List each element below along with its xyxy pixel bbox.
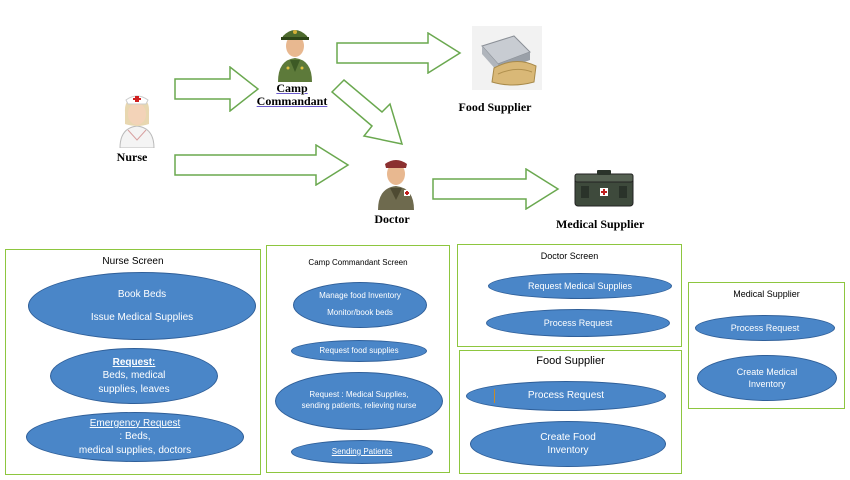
create-food-label-2: Inventory	[547, 445, 589, 456]
nurse-request-keyword: Request:	[112, 356, 156, 368]
nurse-request-text-2: supplies, leaves	[98, 383, 170, 395]
doctor-label: Doctor	[374, 212, 410, 226]
food-supplier-label: Food Supplier	[458, 100, 532, 114]
monitor-book-beds-label: Monitor/book beds	[327, 308, 393, 317]
camp-commandant-icon	[274, 22, 316, 82]
text-cursor	[494, 389, 495, 403]
food-supplier-process-request-button[interactable]: Process Request	[466, 381, 666, 411]
request-medical-supplies-patients-nurse[interactable]: Request : Medical Supplies, sending pati…	[275, 372, 443, 430]
arrow-commandant-to-food-supplier	[336, 32, 462, 74]
medical-supplier-process-request-button[interactable]: Process Request	[695, 315, 835, 341]
nurse-request-line-1: Request: Beds, medical	[103, 356, 166, 383]
camp-commandant-screen-title: Camp Commandant Screen	[308, 258, 408, 267]
request-medical-supplies-label: Request Medical Supplies	[527, 280, 633, 291]
cc-request-line-1: Request : Medical Supplies,	[309, 390, 409, 400]
request-food-supplies-button[interactable]: Request food supplies	[291, 340, 427, 362]
sending-patients-label: Sending Patients	[331, 446, 393, 456]
medical-supplier-screen-panel: Medical Supplier Process Request Create …	[688, 282, 845, 409]
arrow-doctor-to-medical-supplier	[432, 168, 560, 210]
food-supplier-screen-title: Food Supplier	[536, 355, 605, 367]
medical-supplier-label: Medical Supplier	[556, 217, 645, 231]
cc-request-line-2: sending patients, relieving nurse	[301, 401, 417, 410]
doctor-screen-title: Doctor Screen	[540, 251, 599, 261]
food-supplier-process-request-label: Process Request	[527, 390, 605, 402]
medical-case-icon	[571, 168, 637, 208]
create-medical-inventory-button[interactable]: Create Medical Inventory	[697, 355, 837, 401]
manage-food-inventory-label: Manage food Inventory	[319, 291, 401, 301]
request-medical-supplies-button[interactable]: Request Medical Supplies	[488, 273, 672, 299]
food-supplier-screen-panel: Food Supplier Process Request Create Foo…	[459, 350, 682, 474]
manage-food-inventory-monitor-beds[interactable]: Manage food Inventory Monitor/book beds	[293, 282, 427, 328]
medical-supplier-process-request-label: Process Request	[730, 322, 800, 333]
food-supply-icon	[472, 26, 542, 90]
doctor-process-request-button[interactable]: Process Request	[486, 309, 670, 337]
doctor-process-request-label: Process Request	[543, 317, 613, 328]
nurse-request-beds-supplies-leaves[interactable]: Request: Beds, medical supplies, leaves	[50, 348, 218, 404]
create-food-label-1: Create Food	[540, 431, 596, 443]
issue-medical-supplies-label: Issue Medical Supplies	[90, 312, 194, 323]
nurse-emergency-request[interactable]: Emergency Request : Beds, medical supplie…	[26, 412, 244, 462]
camp-commandant-label: Camp Commandant	[254, 82, 330, 108]
nurse-label: Nurse	[116, 150, 148, 164]
nurse-screen-panel: Nurse Screen Book Beds Issue Medical Sup…	[5, 249, 261, 475]
camp-commandant-label-text: Camp Commandant	[256, 81, 328, 108]
book-beds-label: Book Beds	[117, 288, 167, 300]
create-food-inventory-button[interactable]: Create Food Inventory	[470, 421, 666, 467]
create-med-label-1: Create Medical	[736, 366, 798, 377]
nurse-emergency-text-2: medical supplies, doctors	[78, 444, 192, 456]
camp-commandant-screen-panel: Camp Commandant Screen Manage food Inven…	[266, 245, 450, 473]
nurse-icon	[112, 92, 162, 149]
nurse-request-text-1: Beds, medical	[102, 370, 166, 382]
request-food-supplies-label: Request food supplies	[319, 345, 399, 355]
nurse-emergency-keyword: Emergency Request	[89, 417, 181, 429]
medical-supplier-screen-title: Medical Supplier	[733, 289, 800, 299]
nurse-emergency-line-1: Emergency Request : Beds,	[90, 417, 181, 444]
nurse-book-beds-issue-supplies[interactable]: Book Beds Issue Medical Supplies	[28, 272, 256, 340]
create-med-label-2: Inventory	[748, 379, 786, 389]
arrow-nurse-to-doctor	[174, 144, 350, 186]
nurse-emergency-text-1: : Beds,	[119, 431, 151, 443]
sending-patients-button[interactable]: Sending Patients	[291, 440, 433, 464]
doctor-icon	[374, 152, 418, 210]
arrow-commandant-to-doctor	[330, 78, 404, 145]
nurse-screen-title: Nurse Screen	[102, 256, 164, 267]
arrow-nurse-to-commandant	[174, 66, 260, 112]
doctor-screen-panel: Doctor Screen Request Medical Supplies P…	[457, 244, 682, 347]
